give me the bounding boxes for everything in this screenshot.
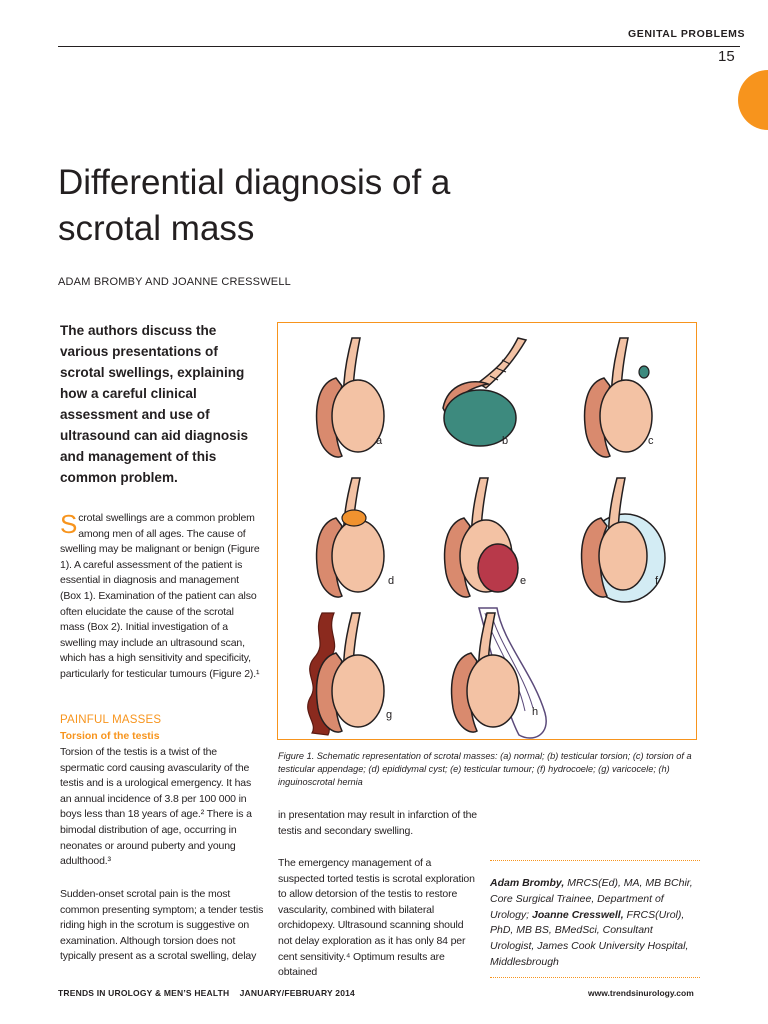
- figure-label-g: g: [386, 709, 392, 721]
- figure-label-a: a: [376, 435, 383, 447]
- subheading: Torsion of the testis: [60, 730, 160, 742]
- title-line-2: scrotal mass: [58, 209, 255, 248]
- figure-caption: Figure 1. Schematic representation of sc…: [278, 751, 692, 788]
- diagram-h-hernia: [450, 607, 547, 739]
- figure-label-b: b: [502, 435, 508, 447]
- figure-label-c: c: [648, 435, 654, 447]
- author-byline: ADAM BROMBY AND JOANNE CRESSWELL: [58, 276, 291, 288]
- diagram-a-normal: [315, 337, 385, 458]
- journal-name: TRENDS IN UROLOGY & MEN’S HEALTH: [58, 988, 230, 998]
- section-heading: PAINFUL MASSES: [60, 714, 162, 726]
- figure-label-d: d: [388, 575, 394, 587]
- drop-cap: S: [60, 509, 78, 539]
- diagram-f-hydrocoele: [580, 477, 666, 603]
- figure-label-e: e: [520, 575, 526, 587]
- footer-website[interactable]: www.trendsinurology.com: [588, 988, 694, 998]
- author-bio-box: Adam Bromby, MRCS(Ed), MA, MB BChir, Cor…: [490, 860, 700, 978]
- figure-label-h: h: [532, 706, 538, 718]
- torsion-paragraph: Torsion of the testis is a twist of the …: [60, 746, 252, 868]
- bio-credentials-2: FRCS(Urol), PhD, MB BS, BMedSci, Consult…: [490, 908, 689, 968]
- title-line-1: Differential diagnosis of a: [58, 163, 451, 202]
- diagram-c-appendage: [583, 337, 653, 458]
- issue-date: JANUARY/FEBRUARY 2014: [239, 988, 355, 998]
- scrotal-mass-diagram: a b c d: [307, 337, 666, 739]
- onset-paragraph: Sudden-onset scrotal pain is the most co…: [60, 888, 264, 963]
- diagram-g-varicocele: [307, 612, 385, 736]
- page-number: 15: [718, 48, 735, 65]
- diagram-d-cyst: [315, 477, 385, 598]
- figure-label-f: f: [655, 575, 659, 587]
- header-rule: [58, 46, 740, 47]
- diagram-b-torsion: [442, 337, 528, 447]
- column2-paragraph-2: The emergency management of a suspected …: [278, 857, 475, 979]
- footer-journal: TRENDS IN UROLOGY & MEN’S HEALTH JANUARY…: [58, 988, 355, 998]
- bio-name-1: Adam Bromby,: [490, 877, 565, 889]
- column2-paragraph-1: in presentation may result in infarction…: [278, 809, 477, 837]
- standfirst: The authors discuss the various presenta…: [60, 323, 249, 485]
- orange-tab-marker: [738, 70, 768, 130]
- article-title: Differential diagnosis of a scrotal mass: [58, 160, 578, 252]
- figure-box: a b c d: [277, 322, 697, 740]
- bio-name-2: Joanne Cresswell,: [532, 908, 624, 921]
- diagram-e-tumour: [443, 477, 519, 598]
- section-label: GENITAL PROBLEMS: [628, 28, 746, 40]
- intro-text: crotal swellings are a common problem am…: [60, 512, 260, 680]
- bio-credentials-1: MRCS(Ed), MA, MB BChir, Core Surgical Tr…: [490, 877, 693, 921]
